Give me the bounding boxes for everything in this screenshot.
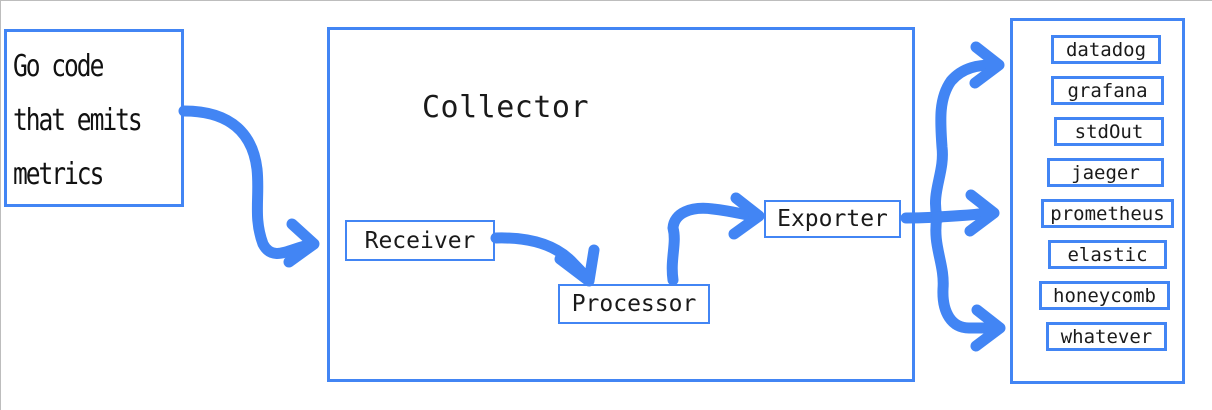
arrow-fan-branch-top-head: [969, 41, 1005, 89]
arrow-fan-branch-top: [930, 59, 999, 223]
destination-label: prometheus: [1050, 202, 1165, 225]
exporter-box: Exporter: [764, 200, 901, 238]
collector-title: Collector: [422, 90, 590, 125]
destination-prometheus: prometheus: [1041, 199, 1174, 228]
destination-label: jaeger: [1071, 161, 1140, 184]
arrow-fan-branch-bottom-head: [970, 304, 1006, 352]
destination-jaeger: jaeger: [1047, 158, 1164, 187]
go-code-note-line-2: that emits: [13, 103, 143, 138]
arrow-source-to-receiver: [178, 105, 315, 259]
arrow-fan-branch-bottom: [930, 211, 1000, 334]
arrow-fan-branch-middle-head: [964, 189, 1000, 237]
destination-whatever: whatever: [1046, 322, 1167, 351]
exporter-label: Exporter: [777, 206, 888, 232]
destination-label: datadog: [1065, 38, 1147, 61]
destination-label: grafana: [1067, 79, 1148, 102]
go-code-note: Go code that emits metrics: [4, 29, 184, 207]
destination-honeycomb: honeycomb: [1039, 281, 1170, 310]
destination-label: stdOut: [1074, 120, 1144, 143]
arrow-fan-branch-middle: [931, 207, 995, 223]
destinations-container: datadog grafana stdOut jaeger prometheus…: [1010, 18, 1185, 384]
go-code-note-line-1: Go code: [13, 49, 104, 84]
go-code-note-line-3: metrics: [13, 157, 104, 192]
receiver-box: Receiver: [345, 220, 495, 261]
processor-box: Processor: [558, 284, 710, 324]
destination-label: elastic: [1067, 243, 1148, 266]
receiver-label: Receiver: [364, 227, 476, 254]
destination-stdout: stdOut: [1054, 117, 1164, 146]
destination-label: whatever: [1060, 325, 1153, 348]
destination-grafana: grafana: [1051, 76, 1164, 105]
destination-label: honeycomb: [1053, 284, 1156, 307]
destination-elastic: elastic: [1048, 240, 1167, 269]
destination-datadog: datadog: [1051, 35, 1161, 64]
arrow-source-to-receiver-head: [283, 218, 320, 268]
processor-label: Processor: [571, 291, 697, 317]
